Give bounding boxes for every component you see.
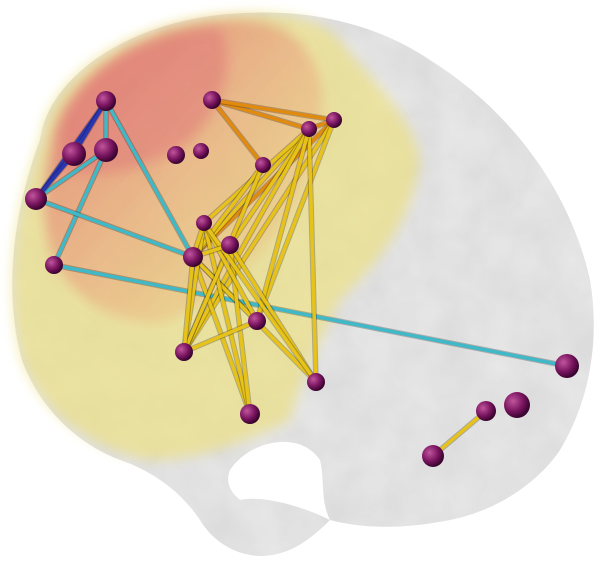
- node-n16: [175, 343, 193, 361]
- node-n15: [248, 312, 266, 330]
- node-n3: [62, 142, 86, 166]
- edge-n7-n12: [228, 127, 311, 247]
- edge-n10-n13: [34, 197, 195, 259]
- edge-n12-n16: [182, 243, 232, 354]
- edge-n10-n4: [34, 148, 108, 201]
- edge-n13-n16: [182, 255, 195, 354]
- edge-n11-n18: [202, 221, 252, 416]
- edge-n16-n15: [182, 319, 259, 354]
- edge-n11-n15: [202, 221, 259, 323]
- node-n21: [504, 392, 530, 418]
- edge-n7-n15: [255, 127, 311, 323]
- edge-n4-n14: [52, 148, 108, 267]
- edge-n9-n13: [191, 163, 265, 259]
- node-n5: [167, 146, 185, 164]
- connection-nodes: [25, 91, 579, 467]
- edge-n7-n17: [307, 127, 318, 384]
- node-n17: [307, 373, 325, 391]
- node-n7: [301, 121, 317, 137]
- node-n10: [25, 188, 47, 210]
- node-n11: [196, 215, 212, 231]
- node-n1: [96, 91, 116, 111]
- node-n12: [221, 236, 239, 254]
- node-n4: [94, 138, 118, 162]
- node-n18: [240, 404, 260, 424]
- node-n6: [193, 143, 209, 159]
- node-n9: [255, 157, 271, 173]
- edge-n1-n13: [104, 99, 195, 259]
- edge-n2-n7: [210, 98, 311, 131]
- node-n22: [422, 445, 444, 467]
- edge-n8-n15: [255, 118, 336, 323]
- node-n8: [326, 112, 342, 128]
- edge-n7-n16: [182, 127, 311, 354]
- node-n20: [476, 401, 496, 421]
- node-n14: [45, 256, 63, 274]
- node-n13: [183, 247, 203, 267]
- node-n2: [203, 91, 221, 109]
- edge-n2-n9: [210, 98, 265, 167]
- edge-n20-n22: [431, 409, 488, 458]
- node-n19: [555, 354, 579, 378]
- edge-n14-n19: [52, 263, 569, 368]
- connection-edges: [33, 97, 570, 459]
- edge-n2-n8: [210, 98, 336, 122]
